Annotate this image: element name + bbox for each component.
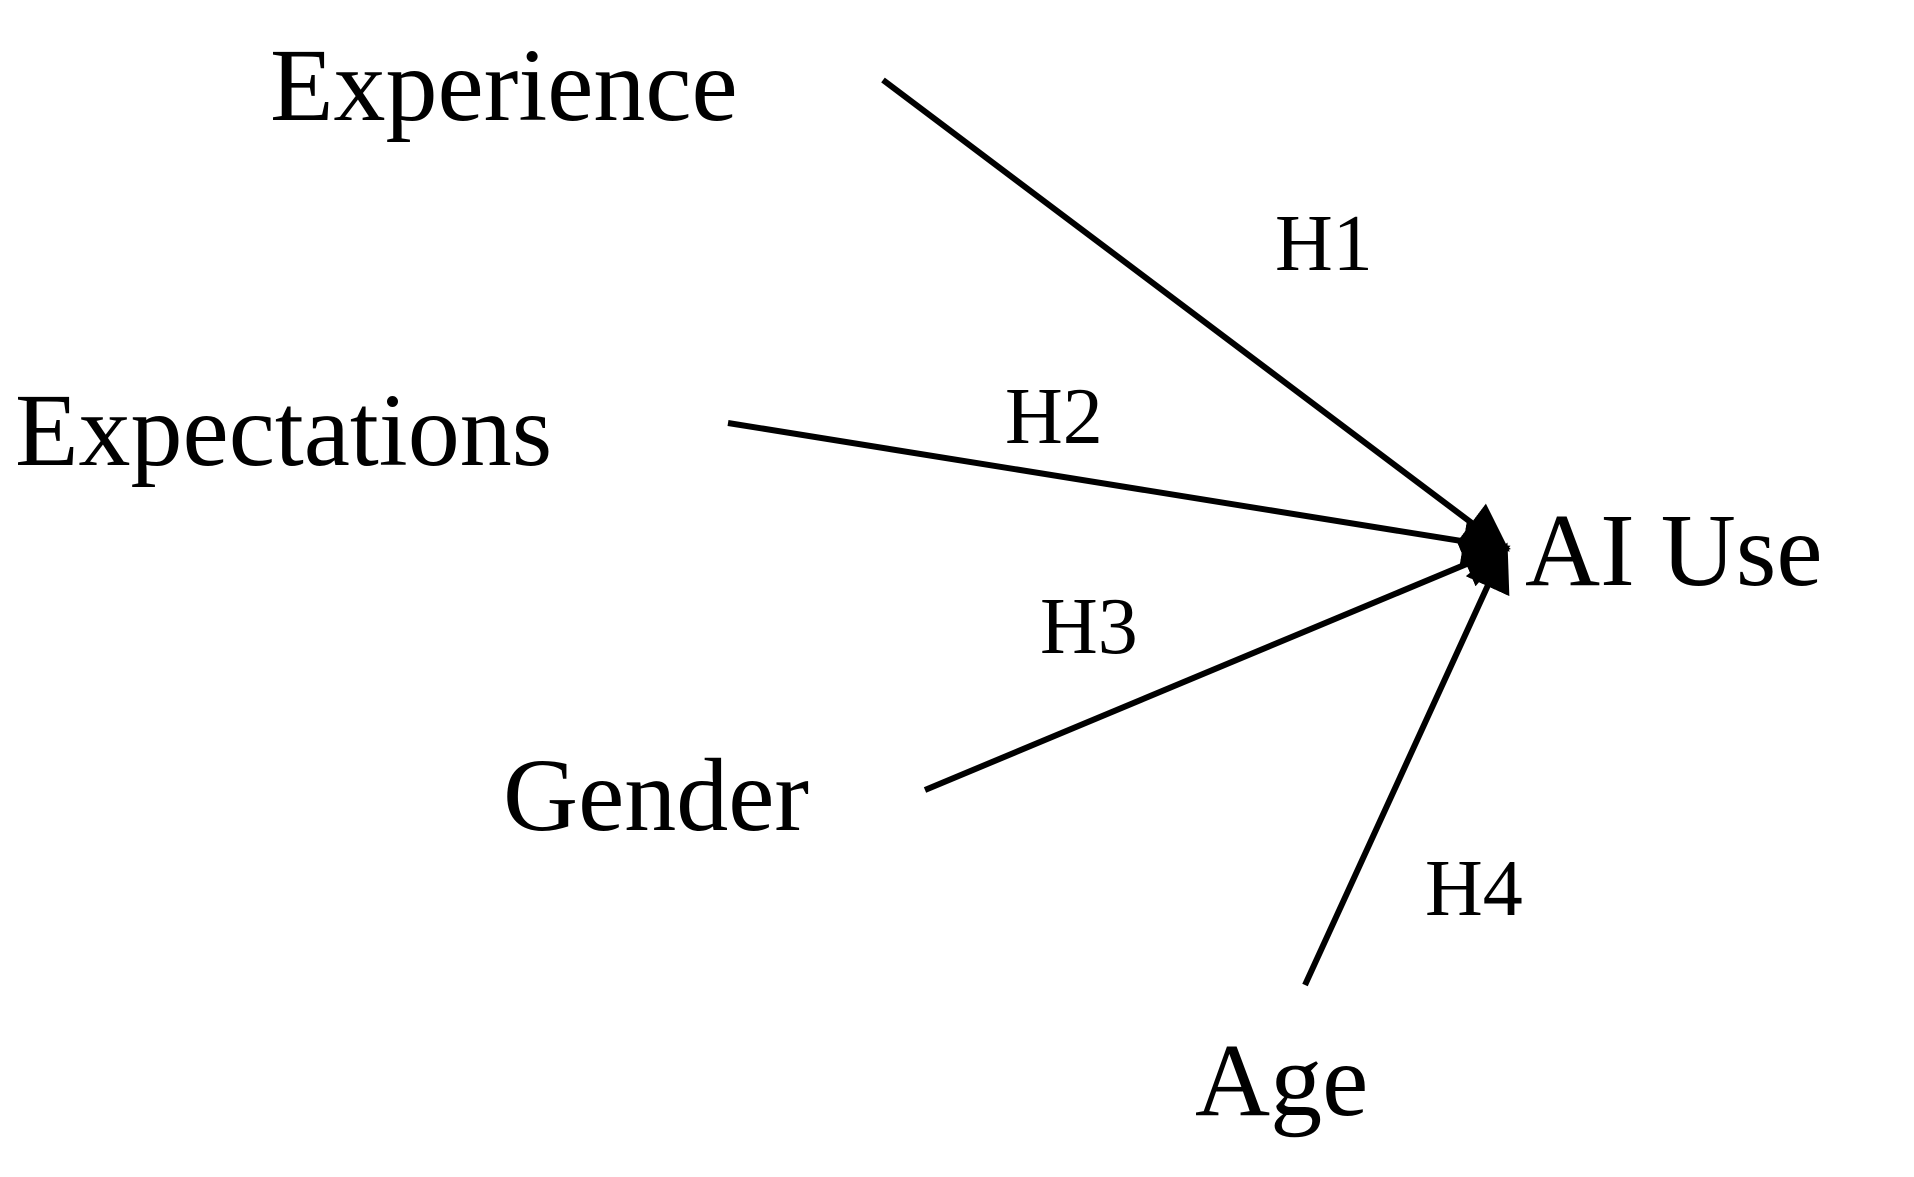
edge-label-h1: H1 — [1275, 200, 1373, 288]
node-expectations: Expectations — [15, 373, 552, 488]
edge-expectations-to-ai-use — [727, 420, 1511, 566]
edge-experience-to-ai-use — [881, 77, 1510, 552]
node-age: Age — [1195, 1023, 1368, 1138]
edge-age-to-ai-use — [1302, 542, 1510, 987]
edge-label-h4: H4 — [1425, 845, 1523, 933]
edge-gender-to-ai-use — [923, 542, 1511, 793]
node-gender: Gender — [503, 738, 809, 853]
node-ai-use: AI Use — [1525, 493, 1822, 608]
edge-label-h3: H3 — [1040, 583, 1138, 671]
edge-label-h2: H2 — [1005, 373, 1103, 461]
node-experience: Experience — [270, 28, 738, 143]
